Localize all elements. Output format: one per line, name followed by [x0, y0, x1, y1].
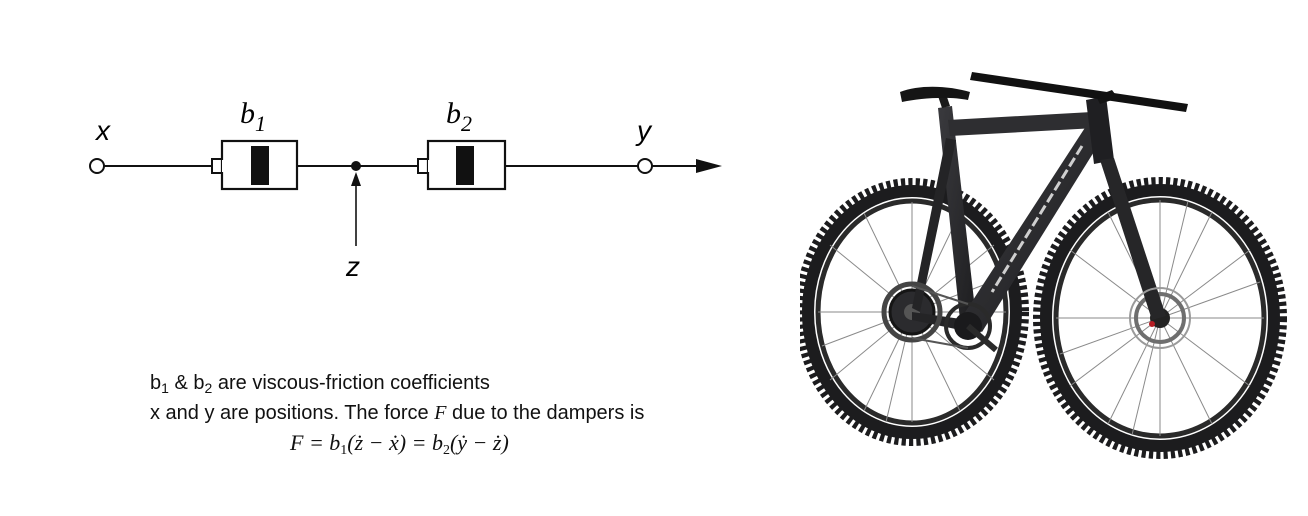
- eq-b2-sub: 2: [442, 443, 450, 458]
- damper-b2: [417, 139, 507, 191]
- eq-lhs: F =: [290, 430, 330, 455]
- caption-b1-sub: 1: [161, 380, 169, 396]
- eq-end: (ẏ − ż): [449, 430, 509, 455]
- node-z: [351, 161, 361, 171]
- label-b1-sub: 1: [255, 111, 266, 136]
- damper-diagram: x y z b1 b2: [89, 97, 722, 282]
- eq-b2: b: [431, 430, 443, 455]
- caption-line-2-pre: x and y are positions. The force: [150, 402, 435, 424]
- force-equation: F = b1(ż − ẋ) = b2(ẏ − ż): [150, 428, 750, 458]
- caption-line-2: x and y are positions. The force F due t…: [150, 398, 750, 428]
- terminal-y: [637, 158, 653, 174]
- label-x: x: [94, 115, 111, 146]
- caption-b2: b: [193, 372, 205, 394]
- label-y: y: [635, 115, 653, 146]
- arrow-head: [696, 159, 722, 173]
- terminal-x: [89, 158, 105, 174]
- caption-b2-sub: 2: [204, 380, 213, 396]
- z-pointer-head: [351, 172, 361, 186]
- caption-line-2-post: due to the dampers is: [446, 402, 645, 424]
- label-b2: b2: [446, 97, 472, 136]
- eq-b1: b: [329, 430, 341, 455]
- caption-line-1: b1 & b2 are viscous-friction coefficient…: [150, 368, 750, 398]
- rear-wheel: [800, 178, 1029, 446]
- eq-mid: (ż − ẋ) =: [347, 430, 432, 455]
- label-b2-base: b: [446, 97, 461, 130]
- eq-b1-sub: 1: [340, 443, 348, 458]
- bike-frame: [881, 72, 1191, 353]
- caption-block: b1 & b2 are viscous-friction coefficient…: [150, 368, 750, 458]
- mountain-bike-photo: [800, 72, 1287, 459]
- damper-b1: [211, 139, 299, 191]
- front-wheel: [1033, 177, 1287, 459]
- caption-line-1-rest: are viscous-friction coefficients: [212, 372, 490, 394]
- caption-b1: b: [150, 372, 162, 394]
- caption-amp: &: [168, 372, 194, 394]
- label-b1: b1: [240, 97, 266, 136]
- label-b1-base: b: [240, 97, 255, 130]
- label-z: z: [345, 251, 360, 282]
- caption-force-symbol: F: [434, 402, 447, 424]
- label-b2-sub: 2: [461, 111, 472, 136]
